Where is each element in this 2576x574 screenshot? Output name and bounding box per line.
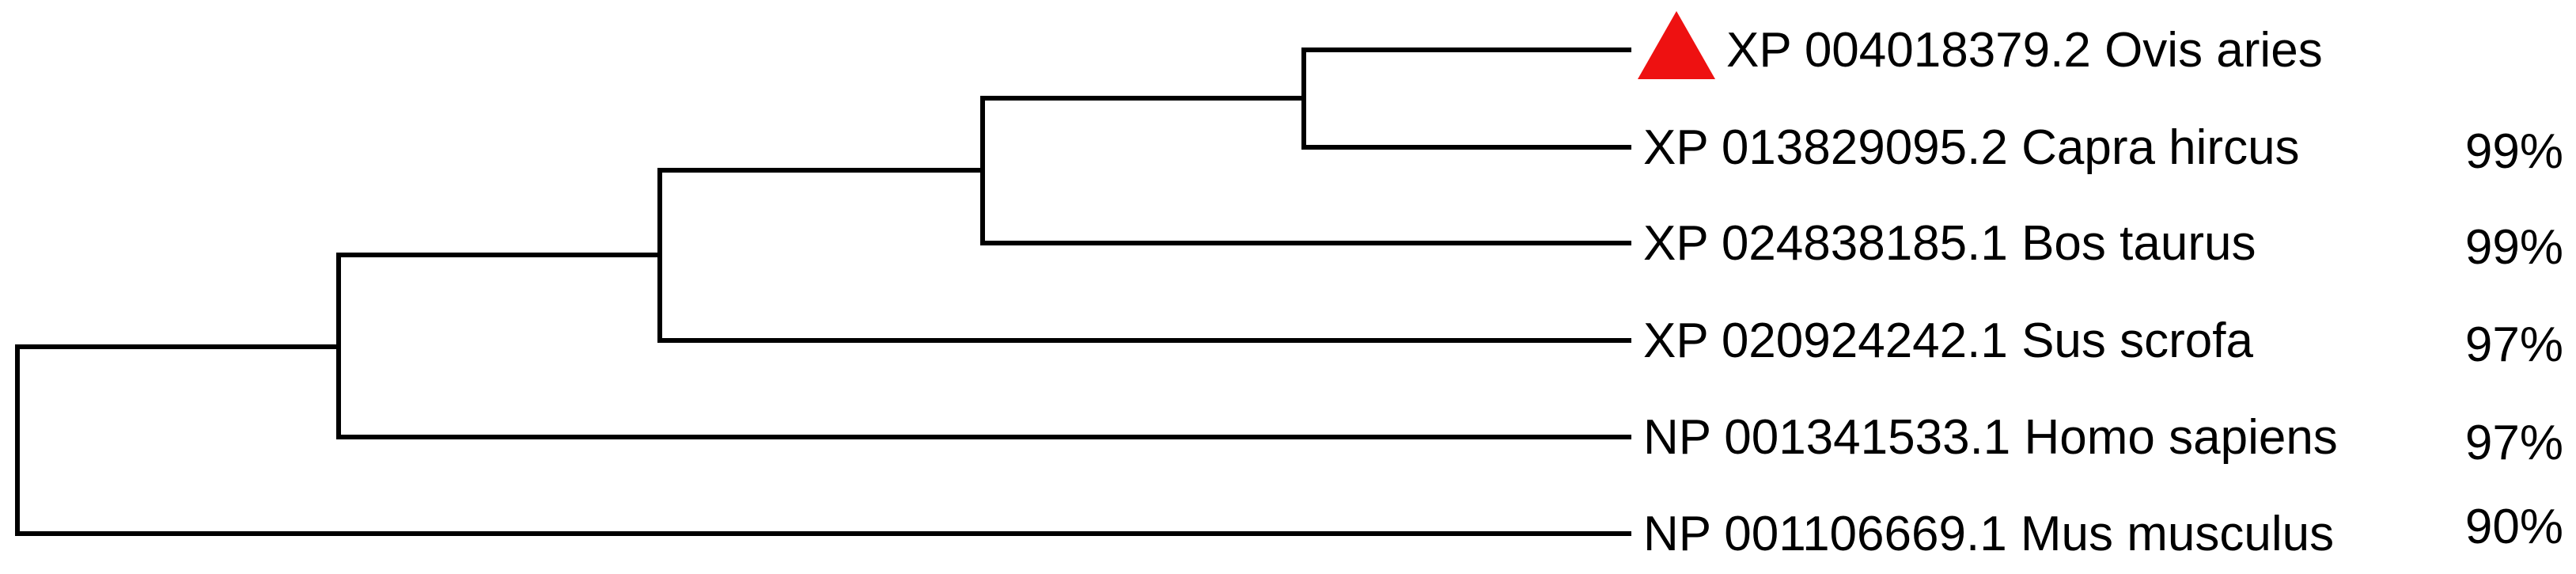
identity-value-mus-musculus: 90% [2464,500,2563,554]
taxon-label-homo-sapiens: NP 001341533.1 Homo sapiens [1643,410,2338,465]
taxon-label-bos-taurus: XP 024838185.1 Bos taurus [1643,216,2256,271]
taxon-label-ovis-aries: XP 004018379.2 Ovis aries [1726,23,2323,78]
identity-value-bos-taurus: 99% [2464,220,2563,275]
taxon-label-sus-scrofa: XP 020924242.1 Sus scrofa [1643,314,2253,368]
taxon-label-capra-hircus: XP 013829095.2 Capra hircus [1643,120,2300,175]
root-mus-bracket [15,344,1631,536]
clade-ungulate-homo-bracket [336,253,1631,439]
identity-value-capra-hircus: 99% [2464,124,2563,179]
clade-ruminant-sus-bracket [657,168,1631,343]
identity-value-homo-sapiens: 97% [2464,416,2563,470]
query-marker-triangle-icon [1638,11,1715,79]
clade-bovidae-bos-bracket [980,96,1631,245]
identity-value-sus-scrofa: 97% [2464,317,2563,372]
clade-ovis-capra-bracket [1301,48,1631,150]
taxon-label-mus-musculus: NP 001106669.1 Mus musculus [1643,507,2335,561]
